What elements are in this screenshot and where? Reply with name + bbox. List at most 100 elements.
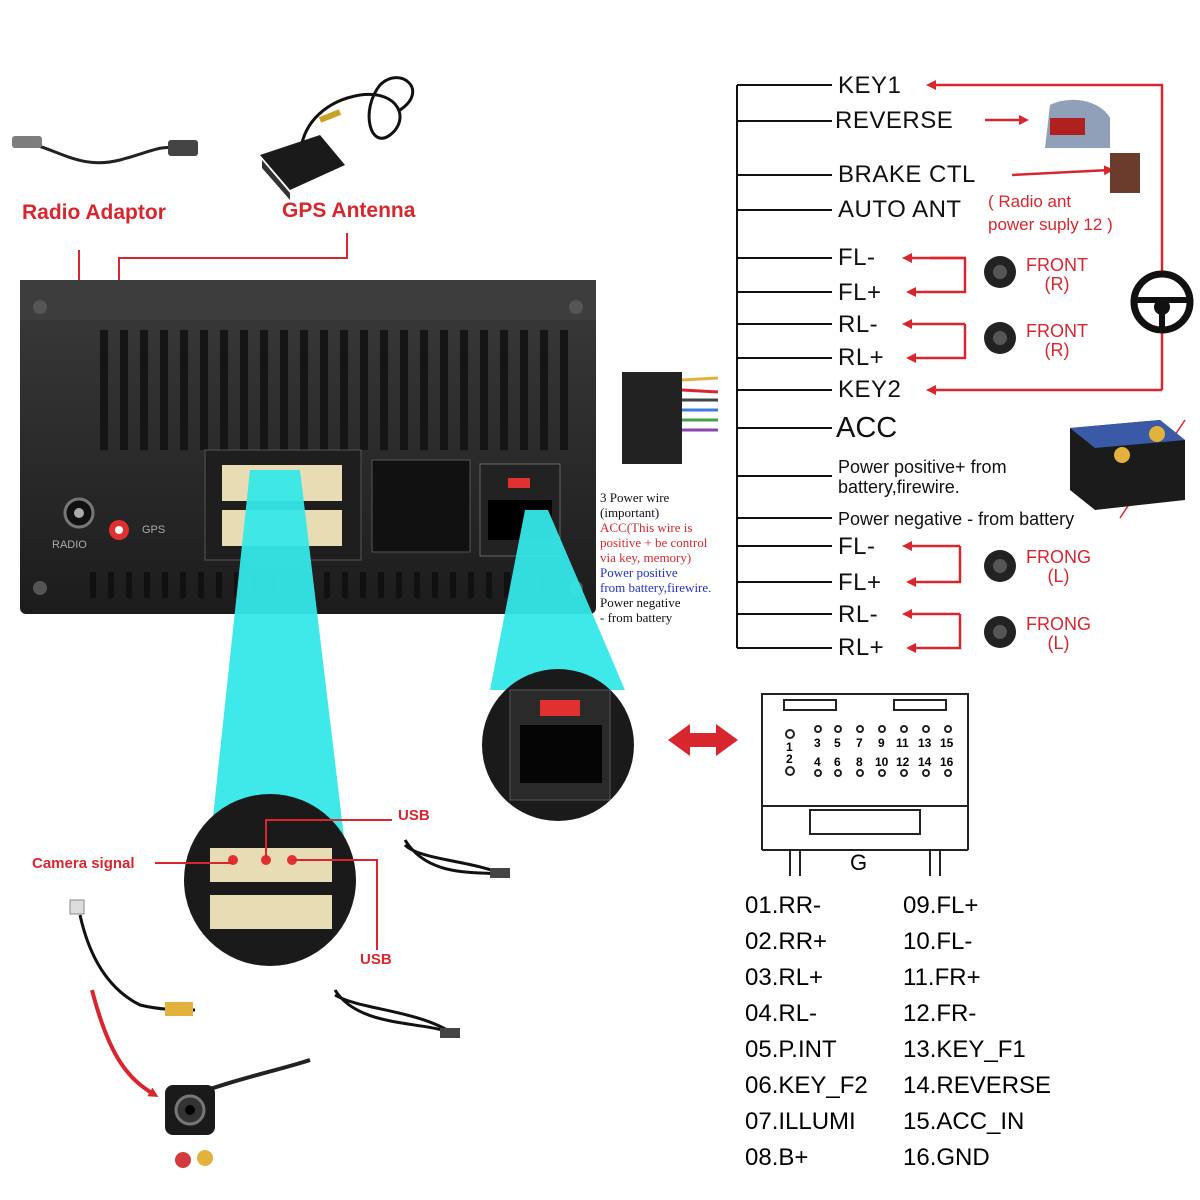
steering-wheel-icon: [1130, 270, 1194, 334]
pin-number: 14: [918, 755, 932, 769]
wire-rl-plus: RL+: [838, 634, 885, 661]
pinout-item: 03.RL+: [745, 964, 824, 991]
wire-fl-plus: FL+: [838, 279, 882, 306]
pin-number: 5: [834, 736, 841, 750]
pin-number: 7: [856, 736, 863, 750]
pinout-item: 07.ILLUMI: [745, 1108, 856, 1135]
backup-camera-icon: [165, 1058, 311, 1168]
speaker-icon: [984, 616, 1016, 648]
pinout-item: 08.B+: [745, 1144, 809, 1171]
speaker-icon: [984, 550, 1016, 582]
tail-light-icon: [1045, 99, 1110, 148]
wire-power-positive: battery,firewire.: [838, 477, 960, 497]
pin-number: 2: [786, 752, 793, 766]
wire-auto-ant: AUTO ANT: [838, 196, 962, 223]
wire-key1: KEY1: [838, 72, 902, 99]
wire-power-positive: Power positive+ from: [838, 457, 1007, 477]
speaker-label: FRONG(L): [1026, 547, 1091, 586]
power-note-line: from battery,firewire.: [600, 580, 712, 595]
speaker-label: FRONT(R): [1026, 255, 1088, 294]
wire-fl-minus: FL-: [838, 533, 876, 560]
zoom-beam-power: [490, 510, 625, 690]
gps-antenna-icon: [260, 76, 415, 200]
pin-number: 8: [856, 755, 863, 769]
usb-plug-icon: [440, 1028, 460, 1038]
wire-rl-minus: RL-: [838, 601, 879, 628]
ground-label: G: [850, 850, 868, 875]
speaker-icon: [984, 256, 1016, 288]
wiring-harness-icon: [622, 372, 719, 464]
pin-number: 1: [786, 740, 793, 754]
speaker-label: FRONG(L): [1026, 614, 1091, 653]
radio-port-label: RADIO: [52, 539, 87, 551]
main-connector-zoom: [184, 794, 356, 966]
pin-number: 10: [875, 755, 889, 769]
power-note-line: - from battery: [600, 610, 673, 625]
power-note-line: (important): [600, 505, 660, 520]
wire-fl-plus: FL+: [838, 569, 882, 596]
pin-number: 3: [814, 736, 821, 750]
radio-adaptor-cable-icon: [12, 136, 198, 165]
speaker-label: FRONT(R): [1026, 321, 1088, 360]
power-note-line: Power positive: [600, 565, 678, 580]
camera-cable-icon: [69, 899, 196, 1098]
pin-number: 9: [878, 736, 885, 750]
wire-brake: BRAKE CTL: [838, 161, 976, 188]
pinout-item: 09.FL+: [903, 892, 979, 919]
pin-number: 12: [896, 755, 910, 769]
pin-number: 6: [834, 755, 841, 769]
auto-ant-note: power suply 12 ): [988, 215, 1113, 234]
pin-number: 13: [918, 736, 932, 750]
pinout-item: 12.FR-: [903, 1000, 977, 1027]
pinout-item: 15.ACC_IN: [903, 1108, 1025, 1135]
power-connector-zoom: [482, 669, 634, 821]
connector-pin-diagram: [761, 693, 969, 876]
pinout-item: 02.RR+: [745, 928, 828, 955]
pinout-item: 11.FR+: [903, 964, 981, 991]
pinout-item: 13.KEY_F1: [903, 1036, 1026, 1063]
pinout-item: 14.REVERSE: [903, 1072, 1052, 1099]
callout-lines: [155, 819, 392, 950]
camera-signal-label: Camera signal: [32, 855, 135, 872]
wire-rl-minus: RL-: [838, 311, 879, 338]
power-note-line: 3 Power wire: [600, 490, 670, 505]
wire-rl-plus: RL+: [838, 344, 885, 371]
double-arrow-icon: [668, 724, 738, 756]
auto-ant-note: ( Radio ant: [988, 192, 1072, 211]
brake-photo-icon: [1110, 153, 1140, 193]
power-note-line: positive + be control: [600, 535, 708, 550]
gps-port-label: GPS: [142, 524, 166, 536]
head-unit-rear: [20, 280, 596, 614]
pinout-item: 06.KEY_F2: [745, 1072, 868, 1099]
usb-cable-icon: [333, 839, 506, 1037]
wire-fl-minus: FL-: [838, 244, 876, 271]
pinout-item: 10.FL-: [903, 928, 973, 955]
wire-reverse: REVERSE: [835, 107, 954, 134]
battery-icon: [1070, 420, 1185, 510]
power-note-line: via key, memory): [600, 550, 692, 565]
pinout-item: 04.RL-: [745, 1000, 818, 1027]
usb-label-top: USB: [398, 807, 430, 824]
pin-number: 11: [896, 736, 909, 750]
wire-arrows: [902, 80, 1164, 653]
pinout-item: 16.GND: [903, 1144, 990, 1171]
gps-antenna-label: GPS Antenna: [282, 199, 416, 222]
power-note-line: ACC(This wire is: [600, 520, 693, 535]
wire-acc: ACC: [836, 412, 898, 444]
pin-number: 15: [940, 736, 954, 750]
pinout-item: 05.P.INT: [745, 1036, 837, 1063]
zoom-beam-main: [210, 470, 345, 845]
pin-number: 16: [940, 755, 954, 769]
usb-plug-icon: [490, 868, 510, 878]
radio-adaptor-label: Radio Adaptor: [22, 201, 166, 224]
pin-number: 4: [814, 755, 821, 769]
wire-power-negative: Power negative - from battery: [838, 509, 1075, 529]
pinout-item: 01.RR-: [745, 892, 822, 919]
speaker-icon: [984, 322, 1016, 354]
power-note-line: Power negative: [600, 595, 681, 610]
wire-tree: [736, 84, 832, 649]
wire-key2: KEY2: [838, 376, 902, 403]
usb-label-bottom: USB: [360, 951, 392, 968]
